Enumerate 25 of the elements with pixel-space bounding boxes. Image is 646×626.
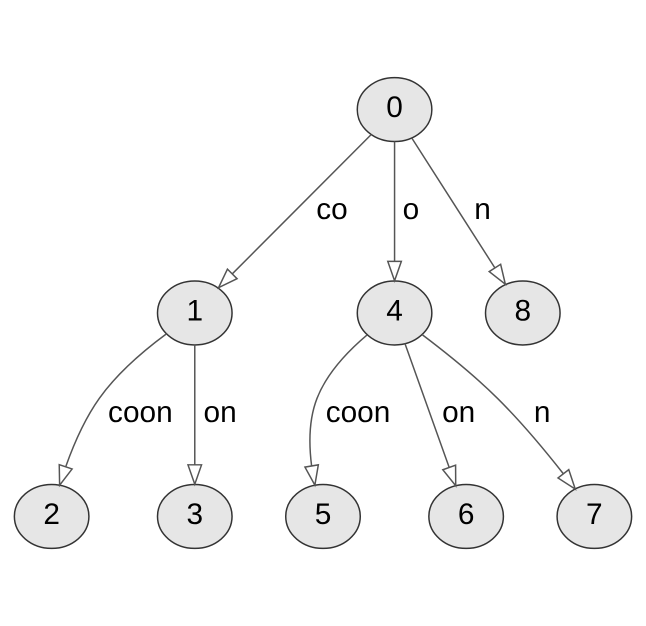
edge-label: n [534, 396, 550, 430]
arrow [404, 343, 456, 488]
node-ellipse: 4 [356, 280, 433, 346]
edge-label: o [402, 192, 420, 226]
arrow [422, 334, 577, 491]
edge-label: on [442, 396, 476, 430]
node-ellipse: 0 [356, 76, 433, 142]
edge-label: co [316, 192, 348, 226]
arrow [386, 142, 402, 284]
node-ellipse: 8 [484, 280, 561, 346]
arrow [216, 134, 372, 290]
arrow [304, 334, 368, 488]
node-ellipse: 1 [156, 280, 233, 346]
arrow [411, 138, 507, 286]
node-ellipse: 2 [14, 484, 90, 550]
edge-label: coon [108, 396, 173, 430]
node-ellipse: 3 [156, 484, 233, 550]
arrow [58, 333, 167, 488]
node-ellipse: 7 [556, 484, 632, 550]
edge-label: on [204, 396, 237, 430]
node-ellipse: 6 [428, 484, 504, 550]
edge-label: coon [326, 396, 390, 430]
arrow [186, 344, 203, 486]
edge-label: n [474, 192, 491, 226]
node-ellipse: 5 [284, 484, 362, 550]
